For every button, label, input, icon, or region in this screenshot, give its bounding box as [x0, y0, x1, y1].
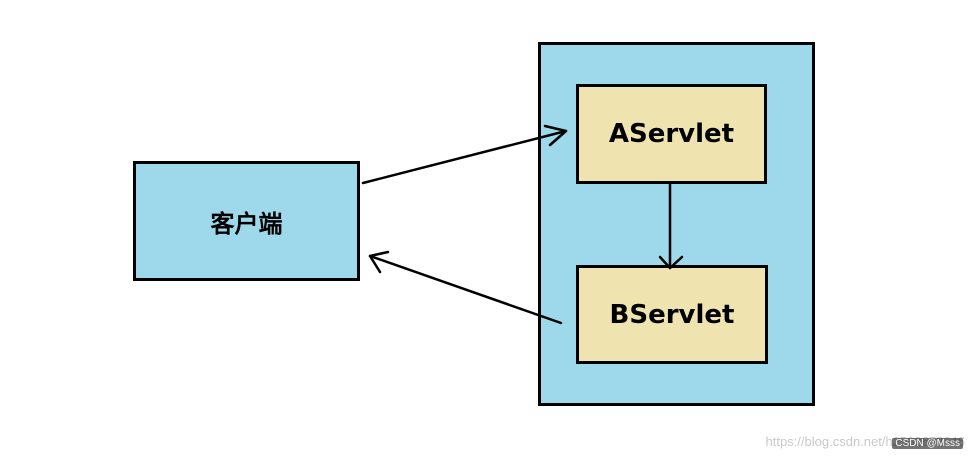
edge-bservlet-to-client	[368, 250, 563, 325]
client-node-label: 客户端	[210, 209, 283, 238]
edge-client-to-aservlet	[361, 124, 568, 185]
bservlet-node: BServlet	[576, 265, 768, 364]
edge-aservlet-to-bservlet	[658, 182, 684, 270]
aservlet-node: AServlet	[576, 84, 767, 184]
watermark: https://blog.csdn.net/h2503652646 CSDN @…	[766, 434, 965, 449]
client-node: 客户端	[133, 161, 360, 281]
bservlet-node-label: BServlet	[609, 299, 735, 330]
aservlet-node-label: AServlet	[608, 119, 735, 149]
watermark-badge: CSDN @Msss	[892, 438, 963, 449]
